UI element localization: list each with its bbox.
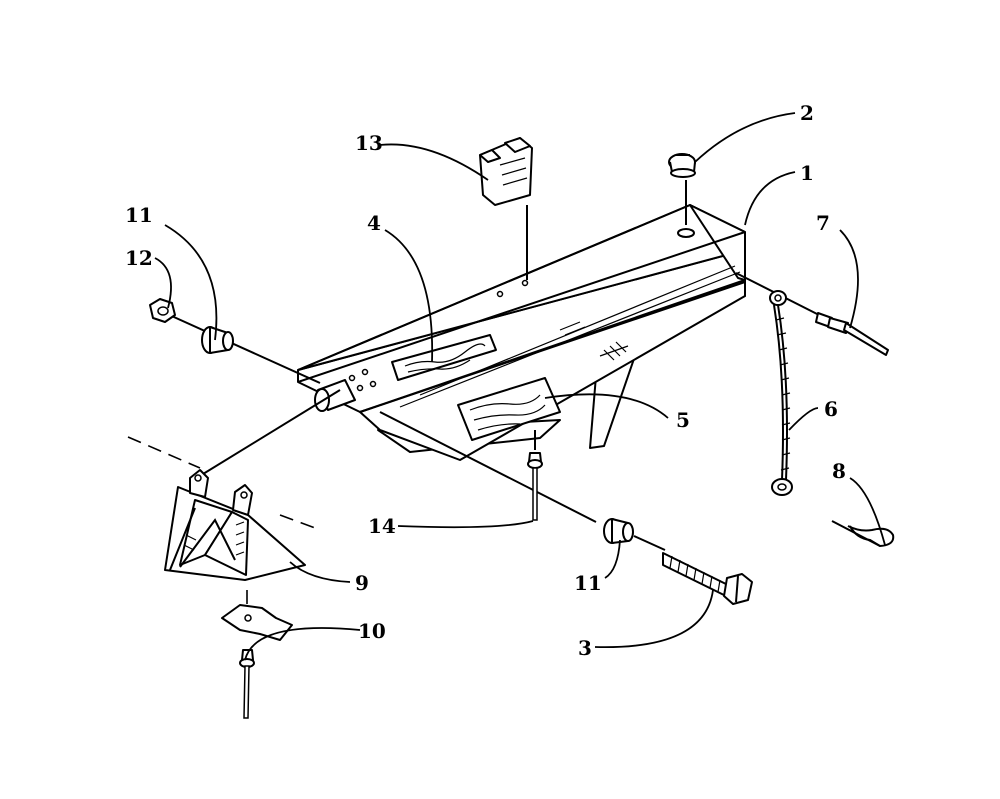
callout-7: 7 (816, 211, 830, 235)
grommet-knob (668, 153, 696, 178)
callout-14: 14 (368, 514, 396, 538)
lock-nut (149, 298, 176, 323)
callout-5: 5 (676, 408, 690, 432)
callout-9: 9 (355, 571, 369, 595)
rivet-bottom (239, 649, 255, 719)
callout-12: 12 (125, 246, 153, 270)
washer-plate (221, 604, 293, 641)
bushing-left (201, 326, 234, 354)
bracket-clip (479, 137, 533, 206)
pin-rod (815, 312, 889, 356)
decal-front (457, 377, 561, 441)
hair-pin (831, 520, 895, 548)
decal-top (391, 334, 497, 381)
callout-3: 3 (578, 636, 592, 660)
callout-11-lower: 11 (574, 571, 602, 595)
callout-13: 13 (355, 131, 383, 155)
hitch-plate (297, 204, 746, 461)
callout-10: 10 (358, 619, 386, 643)
stand-bracket (164, 469, 306, 581)
hex-bolt (662, 552, 753, 605)
rivet (527, 452, 543, 521)
callout-8: 8 (832, 459, 846, 483)
bushing-right (603, 518, 634, 544)
callout-2: 2 (800, 101, 814, 125)
lanyard-cable (769, 290, 793, 496)
callout-1: 1 (800, 161, 814, 185)
callout-6: 6 (824, 397, 838, 421)
callout-4: 4 (367, 211, 381, 235)
callout-11-upper: 11 (125, 203, 153, 227)
